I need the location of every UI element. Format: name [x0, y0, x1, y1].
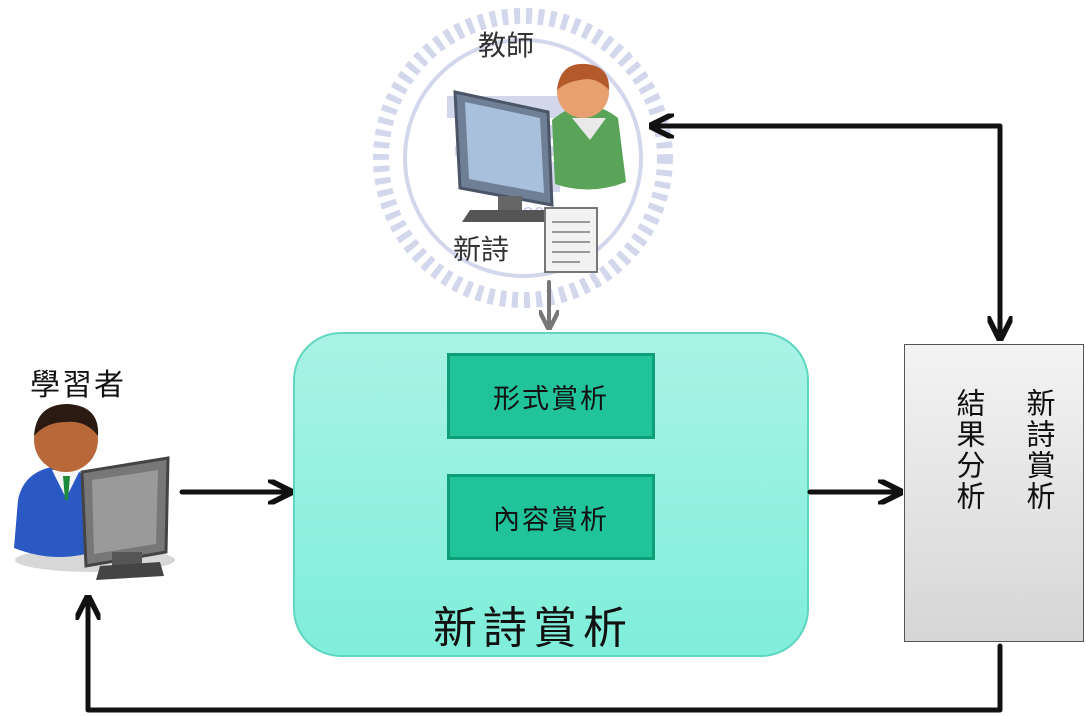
result-col-left: 結果分析 — [952, 388, 986, 512]
form-appreciation-box: 形式賞析 — [447, 353, 655, 439]
result-analysis-module — [904, 344, 1084, 642]
result-to-teacher-arrow — [654, 126, 1003, 341]
teacher-label: 教師 — [478, 29, 535, 62]
result-to-learner-arrow — [88, 600, 1003, 713]
form-appreciation-label: 形式賞析 — [493, 383, 609, 415]
content-appreciation-label: 內容賞析 — [493, 504, 609, 536]
result-col-right: 新詩賞析 — [1022, 388, 1056, 512]
main-module-title: 新詩賞析 — [433, 603, 633, 654]
learner-label: 學習者 — [30, 368, 126, 403]
content-appreciation-box: 內容賞析 — [447, 474, 655, 560]
poem-label: 新詩 — [453, 233, 510, 266]
